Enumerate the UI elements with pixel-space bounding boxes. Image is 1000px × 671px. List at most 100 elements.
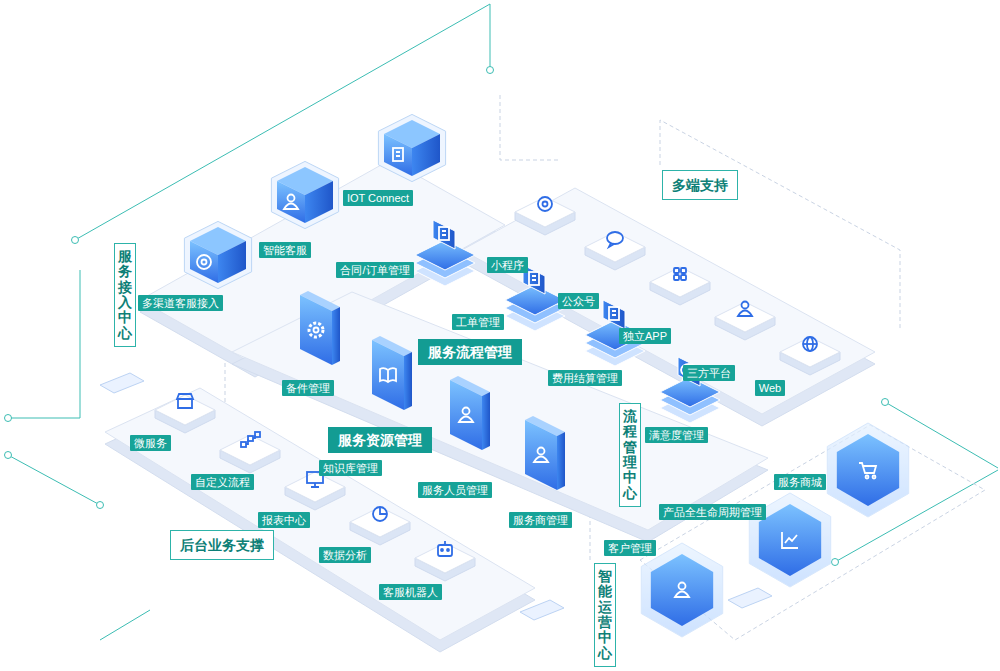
label-text: 报表中心 <box>262 513 306 527</box>
module-label: 微服务 <box>130 435 171 451</box>
icon-glyph <box>309 323 323 337</box>
glass-cube <box>378 114 445 181</box>
line-dot <box>72 237 79 244</box>
stack-card <box>678 357 700 386</box>
label-text: 服务商管理 <box>513 513 568 527</box>
module-label: 智能客服 <box>259 242 311 258</box>
platform-top <box>232 292 768 530</box>
icon-glyph <box>459 408 473 423</box>
tile-top <box>585 232 645 262</box>
cube-right <box>218 241 246 283</box>
tile-top <box>780 337 840 367</box>
module-label: 工单管理 <box>452 314 504 330</box>
label-text: 客户管理 <box>608 541 652 555</box>
cube-left <box>277 181 305 223</box>
icon-glyph <box>681 364 697 379</box>
label-text: 公众号 <box>562 294 595 308</box>
iso-cube <box>378 114 445 181</box>
label-text: Web <box>759 381 781 395</box>
iso-slab <box>372 336 412 410</box>
hex-core <box>837 434 899 506</box>
label-text: 微服务 <box>134 436 167 450</box>
label-text: 服务资源管理 <box>338 431 422 449</box>
iso-tile <box>585 232 645 270</box>
cube-right <box>305 181 333 223</box>
module-label: 客服机器人 <box>379 584 442 600</box>
tile-top <box>650 267 710 297</box>
label-text: 小程序 <box>491 258 524 272</box>
icon-glyph <box>529 272 539 285</box>
hex-core <box>651 554 713 626</box>
center-title: 智能运营中心 <box>594 563 616 667</box>
tile-top <box>415 543 475 573</box>
icon-glyph <box>177 394 193 408</box>
layer-stack <box>505 265 565 331</box>
floating-card <box>520 600 564 620</box>
frame-line <box>100 610 150 640</box>
tile-top <box>350 507 410 537</box>
line-dot <box>5 415 12 422</box>
label-text: 自定义流程 <box>195 475 250 489</box>
hex-glow <box>749 493 830 587</box>
icon-glyph <box>307 472 323 487</box>
icon-glyph <box>859 463 876 479</box>
line-dot <box>487 67 494 74</box>
icon-glyph <box>674 268 686 280</box>
label-text: 满意度管理 <box>649 428 704 442</box>
line-dot <box>97 502 104 509</box>
hex-badge <box>827 423 908 517</box>
frame-line <box>8 270 80 418</box>
icon-glyph <box>241 432 260 447</box>
hex-badge <box>749 493 830 587</box>
tile-top <box>515 197 575 227</box>
module-label: 服务人员管理 <box>418 482 492 498</box>
stack-card <box>523 265 545 294</box>
module-label: Web <box>755 380 785 396</box>
hex-badge <box>641 543 722 637</box>
iso-slab <box>300 291 340 365</box>
module-label: 知识库管理 <box>319 460 382 476</box>
slab-front <box>372 340 404 410</box>
label-text: 多渠道客服接入 <box>142 296 219 310</box>
center-title: 多端支持 <box>662 170 738 200</box>
iso-slab <box>450 376 490 450</box>
label-text: 合同/订单管理 <box>340 263 409 277</box>
glass-cube <box>271 161 338 228</box>
module-label: 公众号 <box>558 293 599 309</box>
tile-top <box>155 395 215 425</box>
icon-glyph <box>393 148 403 161</box>
slab-front <box>450 380 482 450</box>
icon-glyph <box>538 197 552 211</box>
module-label: 报表中心 <box>258 512 310 528</box>
iso-tile <box>650 267 710 305</box>
slab-side <box>557 432 565 490</box>
section-header: 服务流程管理 <box>418 339 522 365</box>
label-text: 智能客服 <box>263 243 307 257</box>
label-text: 工单管理 <box>456 315 500 329</box>
iso-tile <box>155 394 215 433</box>
icon-glyph <box>284 195 298 210</box>
module-label: 数据分析 <box>319 547 371 563</box>
label-text: 服务商城 <box>778 475 822 489</box>
tile-top <box>715 302 775 332</box>
module-label: 小程序 <box>487 257 528 273</box>
icon-glyph <box>607 232 623 247</box>
hex-core <box>759 504 821 576</box>
hex-glow <box>827 423 908 517</box>
line-dot <box>882 399 889 406</box>
frame-line <box>8 455 100 505</box>
module-label: 客户管理 <box>604 540 656 556</box>
iso-tile <box>415 541 475 581</box>
iso-tile <box>715 302 775 341</box>
layer-stack <box>415 220 475 286</box>
icon-glyph <box>534 448 548 463</box>
glass-cube <box>184 221 251 288</box>
label-text: 知识库管理 <box>323 461 378 475</box>
iso-tile <box>220 432 280 473</box>
label-text: 备件管理 <box>286 381 330 395</box>
iso-tile <box>350 507 410 545</box>
icon-glyph <box>738 302 752 317</box>
iso-slab <box>525 416 565 490</box>
module-label: 独立APP <box>619 328 671 344</box>
module-label: IOT Connect <box>343 190 413 206</box>
